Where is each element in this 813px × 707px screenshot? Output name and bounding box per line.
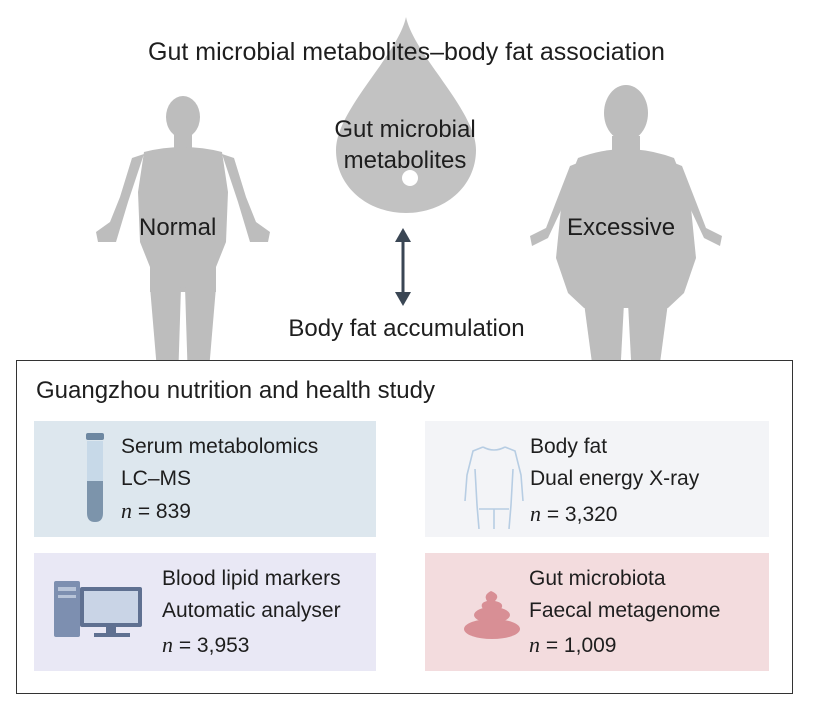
n-symbol: n [121,498,132,523]
n-symbol: n [530,501,541,526]
blood-lipid-card-line2: Automatic analyser [162,599,341,622]
study-box: Guangzhou nutrition and health study Ser… [16,360,793,694]
stool-icon [464,591,520,639]
drop-label-line1: Gut microbial [334,116,476,143]
gut-microbiota-card-n-value: = 1,009 [540,634,617,657]
drop-label-line2: metabolites [343,147,467,174]
body-fat-card-line1: Body fat [530,435,608,458]
body-fat-card: Body fat Dual energy X-ray n = 3,320 [425,421,769,537]
serum-card-n-value: = 839 [132,500,191,523]
gut-microbiota-card-line1: Gut microbiota [529,567,666,590]
gut-microbiota-card-n: n = 1,009 [529,632,616,658]
body-fat-card-n: n = 3,320 [530,501,617,527]
body-fat-card-line2: Dual energy X-ray [530,467,700,490]
serum-card-n: n = 839 [121,498,191,524]
excessive-body-silhouette-icon [530,85,722,378]
blood-lipid-card-n: n = 3,953 [162,632,249,658]
blood-tube-icon [86,433,104,522]
normal-body-silhouette-icon [96,96,270,382]
blood-lipid-card-n-value: = 3,953 [173,634,250,657]
blood-lipid-card-line1: Blood lipid markers [162,567,341,590]
drop-label: Gut microbial metabolites [290,114,520,176]
excessive-label: Excessive [567,214,676,241]
study-title: Guangzhou nutrition and health study [36,377,435,404]
n-symbol: n [162,632,173,657]
metabolite-drop-icon [336,17,476,213]
body-fat-accumulation-label: Body fat accumulation [288,315,525,342]
n-symbol: n [529,632,540,657]
gut-microbiota-card-line2: Faecal metagenome [529,599,721,622]
diagram-title: Gut microbial metabolites–body fat assoc… [148,38,665,66]
body-fat-card-n-value: = 3,320 [541,503,618,526]
serum-card-line1: Serum metabolomics [121,435,319,458]
double-arrow-icon [395,228,411,306]
computer-icon [54,581,142,637]
serum-metabolomics-card: Serum metabolomics LC–MS n = 839 [34,421,376,537]
gut-microbiota-card: Gut microbiota Faecal metagenome n = 1,0… [425,553,769,671]
serum-card-line2: LC–MS [121,467,192,490]
normal-label: Normal [139,214,217,241]
blood-lipid-card: Blood lipid markers Automatic analyser n… [34,553,376,671]
body-outline-icon [464,446,524,529]
